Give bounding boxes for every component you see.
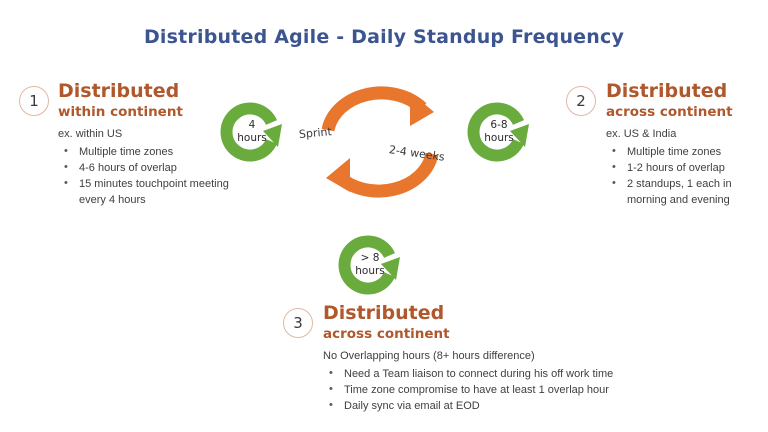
section-number-badge-1: 1	[19, 86, 49, 116]
section-1-heading: Distributed	[58, 80, 180, 102]
list-item: Daily sync via email at EOD	[323, 398, 703, 415]
list-item: Time zone compromise to have at least 1 …	[323, 382, 703, 399]
section-3: Distributed across continent No Overlapp…	[323, 302, 703, 415]
green-cycle-arrow-bottom: > 8 hours	[334, 228, 406, 300]
section-number-2: 2	[576, 92, 586, 110]
section-2-heading: Distributed	[606, 80, 728, 102]
circular-arrow-icon	[220, 102, 282, 162]
section-2-bullets: Multiple time zones 1-2 hours of overlap…	[606, 144, 768, 209]
circular-arrow-icon	[338, 235, 400, 295]
section-1-intro: ex. within US	[58, 128, 123, 141]
list-item: Need a Team liaison to connect during hi…	[323, 366, 703, 383]
list-item: Multiple time zones	[58, 144, 238, 161]
list-item: 15 minutes touchpoint meeting every 4 ho…	[58, 176, 238, 209]
green-cycle-arrow-left: 4 hours	[216, 95, 288, 167]
section-1-subheading: within continent	[58, 103, 183, 120]
list-item: Multiple time zones	[606, 144, 768, 161]
section-1-bullets: Multiple time zones 4-6 hours of overlap…	[58, 144, 238, 209]
section-3-subheading: across continent	[323, 325, 450, 342]
section-3-bullets: Need a Team liaison to connect during hi…	[323, 366, 703, 415]
list-item: 4-6 hours of overlap	[58, 160, 238, 177]
section-number-1: 1	[29, 92, 39, 110]
section-number-badge-3: 3	[283, 308, 313, 338]
circular-arrow-icon	[467, 102, 529, 162]
section-2-intro: ex. US & India	[606, 128, 677, 141]
page-title: Distributed Agile - Daily Standup Freque…	[143, 26, 625, 48]
section-2-subheading: across continent	[606, 103, 733, 120]
section-3-intro: No Overlapping hours (8+ hours differenc…	[323, 350, 535, 363]
sprint-cycle-arrows	[310, 78, 450, 206]
section-number-badge-2: 2	[566, 86, 596, 116]
section-3-heading: Distributed	[323, 302, 445, 324]
section-1: Distributed within continent ex. within …	[58, 80, 238, 209]
section-number-3: 3	[293, 314, 303, 332]
cyclic-arrows-icon	[321, 86, 439, 198]
green-cycle-arrow-right: 6-8 hours	[463, 95, 535, 167]
section-2: Distributed across continent ex. US & In…	[606, 80, 768, 209]
list-item: 2 standups, 1 each in morning and evenin…	[606, 176, 768, 209]
list-item: 1-2 hours of overlap	[606, 160, 768, 177]
